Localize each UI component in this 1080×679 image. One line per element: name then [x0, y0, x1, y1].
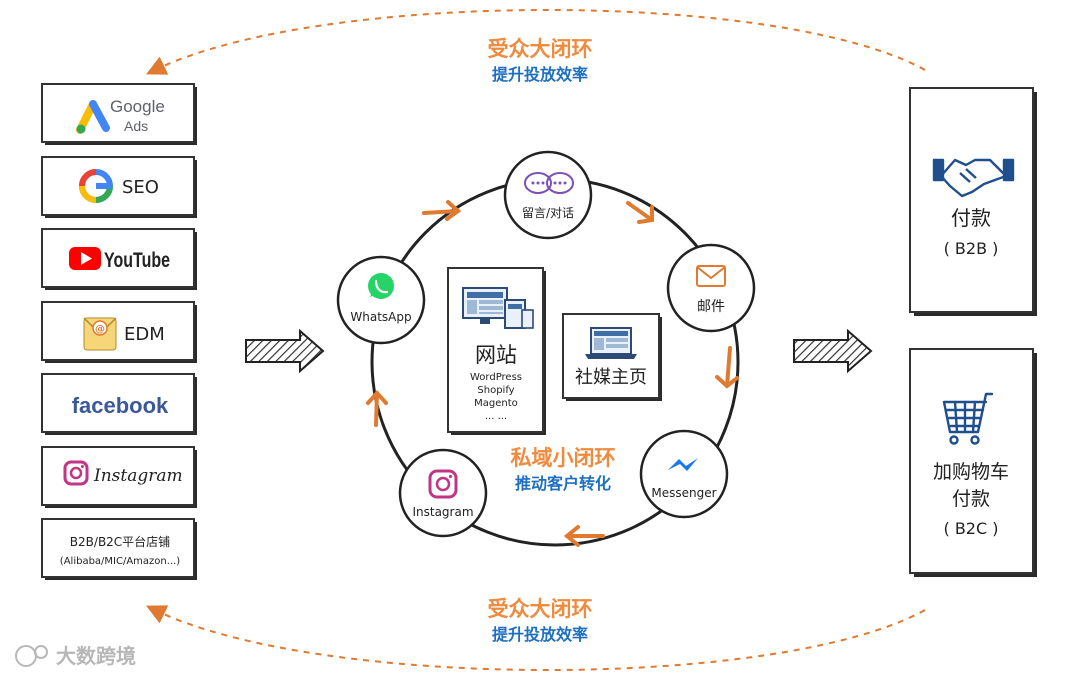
mail-icon	[696, 265, 726, 287]
chat-bubbles-icon	[524, 172, 574, 194]
google-ads-word: Google	[110, 97, 165, 116]
channel-youtube: YouTube	[41, 228, 197, 290]
facebook-label: facebook	[72, 393, 169, 418]
bottom-loop-subtitle: 提升投放效率	[492, 625, 588, 644]
social-home-card: 社媒主页	[562, 313, 662, 401]
node-instagram-label: Instagram	[412, 505, 473, 519]
left-flow-arrow	[245, 328, 325, 374]
handshake-icon	[932, 158, 1015, 198]
social-home-label: 社媒主页	[575, 367, 647, 388]
outcome-b2c-card: 加购物车 付款 ( B2C )	[909, 348, 1037, 577]
node-messenger-label: Messenger	[651, 486, 716, 500]
website-title: 网站	[475, 343, 517, 367]
google-g-icon	[79, 169, 113, 203]
cycle-direction-arrows	[366, 200, 739, 547]
b2c-line1: 加购物车	[933, 461, 1009, 483]
brand-logo-icon	[15, 645, 48, 667]
whatsapp-icon	[368, 273, 394, 299]
platform-label-line2: (Alibaba/MIC/Amazon...)	[60, 556, 180, 567]
instagram-icon	[63, 460, 89, 486]
messenger-bolt-icon	[668, 458, 698, 471]
instagram-channel-label: Instagram	[93, 466, 183, 486]
platform-label-line1: B2B/B2C平台店铺	[70, 534, 170, 549]
node-instagram: Instagram	[398, 448, 488, 538]
top-loop-subtitle: 提升投放效率	[492, 65, 588, 84]
website-devices-icon	[462, 287, 534, 329]
channel-google-ads: Google Ads	[41, 83, 197, 145]
node-email-label: 邮件	[697, 299, 725, 315]
center-subtitle: 推动客户转化	[515, 474, 611, 493]
b2c-line2: 付款	[952, 488, 990, 510]
top-loop-title: 受众大闭环	[488, 37, 593, 61]
top-loop-dashed-arc	[145, 9, 926, 75]
node-chat: 留言/对话	[503, 150, 593, 240]
outcome-b2b-card: 付款 ( B2B )	[909, 87, 1037, 316]
node-messenger: Messenger	[639, 429, 729, 519]
channel-seo: SEO	[41, 156, 197, 218]
google-ads-icon	[76, 100, 110, 134]
google-ads-sub: Ads	[124, 118, 148, 134]
laptop-icon	[585, 327, 637, 359]
channel-list: Google Ads SEO YouTube	[41, 83, 197, 580]
center-title: 私域小闭环	[511, 446, 616, 470]
channel-instagram: Instagram	[41, 446, 197, 508]
channel-edm: @ EDM	[41, 301, 197, 363]
b2c-line3: ( B2C )	[944, 519, 999, 538]
edm-label: EDM	[124, 324, 165, 345]
channel-platform-stores: B2B/B2C平台店铺 (Alibaba/MIC/Amazon...)	[41, 518, 197, 580]
website-platform-1: WordPress	[470, 372, 522, 383]
node-whatsapp: WhatsApp	[336, 255, 426, 345]
website-platform-more: ... ...	[485, 411, 507, 422]
seo-label: SEO	[122, 177, 159, 198]
website-card: 网站 WordPress Shopify Magento ... ...	[447, 267, 546, 435]
svg-text:@: @	[95, 324, 105, 335]
shopping-cart-icon	[942, 392, 994, 445]
b2b-line2: ( B2B )	[944, 239, 999, 258]
youtube-play-icon	[69, 247, 101, 270]
node-whatsapp-label: WhatsApp	[350, 310, 411, 324]
node-email: 邮件	[666, 243, 756, 333]
bottom-loop-title: 受众大闭环	[488, 597, 593, 621]
email-envelope-icon: @	[83, 317, 117, 351]
website-platform-2: Shopify	[477, 385, 514, 396]
right-flow-arrow	[793, 328, 873, 374]
private-domain-cycle: 留言/对话 邮件 Messenger Instagram	[336, 150, 756, 547]
youtube-label: YouTube	[104, 249, 170, 272]
watermark-text: 大数跨境	[56, 644, 136, 668]
b2b-line1: 付款	[951, 206, 991, 230]
bottom-loop-dashed-arc	[145, 605, 926, 671]
instagram-node-icon	[428, 469, 458, 499]
node-chat-label: 留言/对话	[522, 206, 574, 220]
website-platform-3: Magento	[474, 398, 518, 409]
watermark: 大数跨境	[15, 644, 136, 668]
channel-facebook: facebook	[41, 373, 197, 435]
